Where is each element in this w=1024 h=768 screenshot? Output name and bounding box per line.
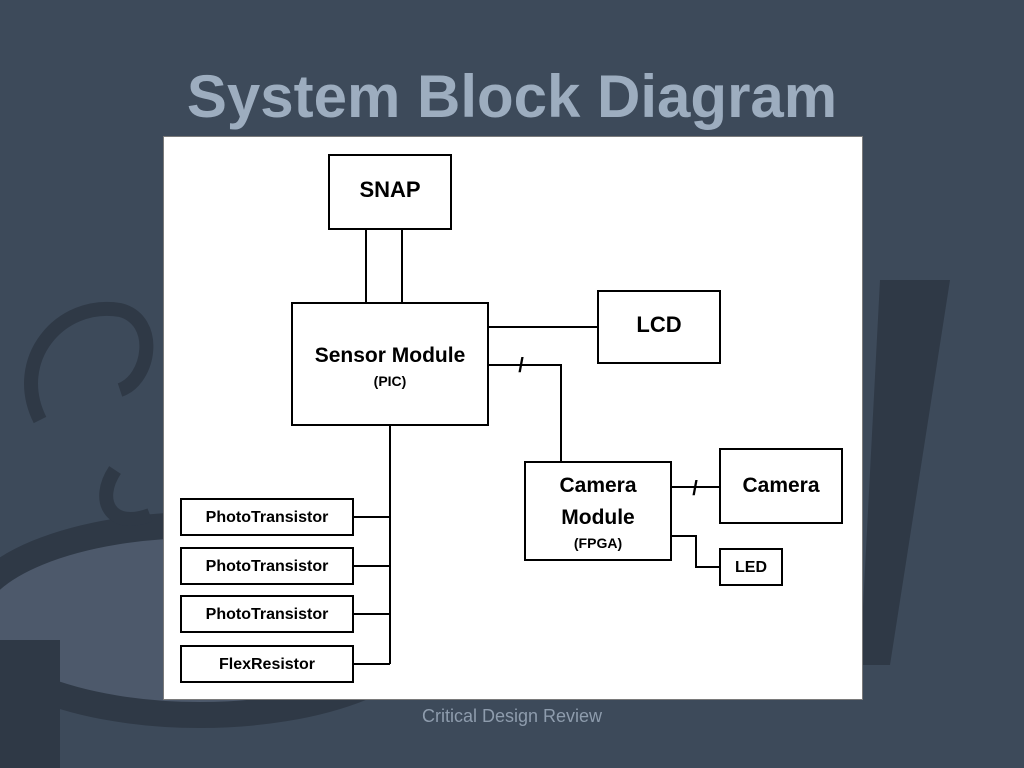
phototransistor-3-block (180, 595, 354, 633)
camera-module-label-line2: Module (561, 506, 635, 529)
script-letter-decoration-2 (99, 466, 153, 526)
flexresistor-label: FlexResistor (219, 656, 315, 673)
phototransistor-1-block (180, 498, 354, 536)
sensor-module-label: Sensor Module (315, 344, 466, 367)
slash-decoration (860, 280, 950, 665)
sensor-module-block (291, 302, 489, 426)
camera-module-sublabel: (FPGA) (574, 535, 622, 551)
led-block (719, 548, 783, 586)
cup-body-decoration (0, 640, 60, 768)
sensor-camera-module-line (488, 364, 562, 462)
script-letter-decoration (24, 301, 154, 424)
camera-block (719, 448, 843, 524)
phototransistor-2-block (180, 547, 354, 585)
block-diagram: / / SNAP Sensor Module (PIC) LCD Camera … (163, 136, 863, 700)
slide-footer: Critical Design Review (421, 706, 603, 726)
phototransistor-1-label: PhotoTransistor (206, 509, 329, 526)
flexresistor-block (180, 645, 354, 683)
snap-block (328, 154, 452, 230)
slide-title: System Block Diagram (186, 63, 838, 130)
phototransistor-2-label: PhotoTransistor (206, 558, 329, 575)
camera-module-led-line (671, 535, 720, 568)
camera-module-label-line1: Camera (559, 474, 636, 497)
connection-lines (353, 229, 720, 665)
block-diagram-canvas: / / SNAP Sensor Module (PIC) LCD Camera … (180, 154, 843, 683)
bus-marker-camera: / (692, 478, 698, 500)
camera-module-block (524, 461, 672, 561)
led-label: LED (735, 559, 767, 576)
lcd-block (597, 290, 721, 364)
phototransistor-3-label: PhotoTransistor (206, 606, 329, 623)
camera-label: Camera (742, 474, 819, 497)
bus-marker-sensor: / (518, 355, 524, 377)
sensor-module-sublabel: (PIC) (374, 373, 407, 389)
lcd-label: LCD (636, 312, 681, 337)
snap-label: SNAP (359, 177, 420, 202)
